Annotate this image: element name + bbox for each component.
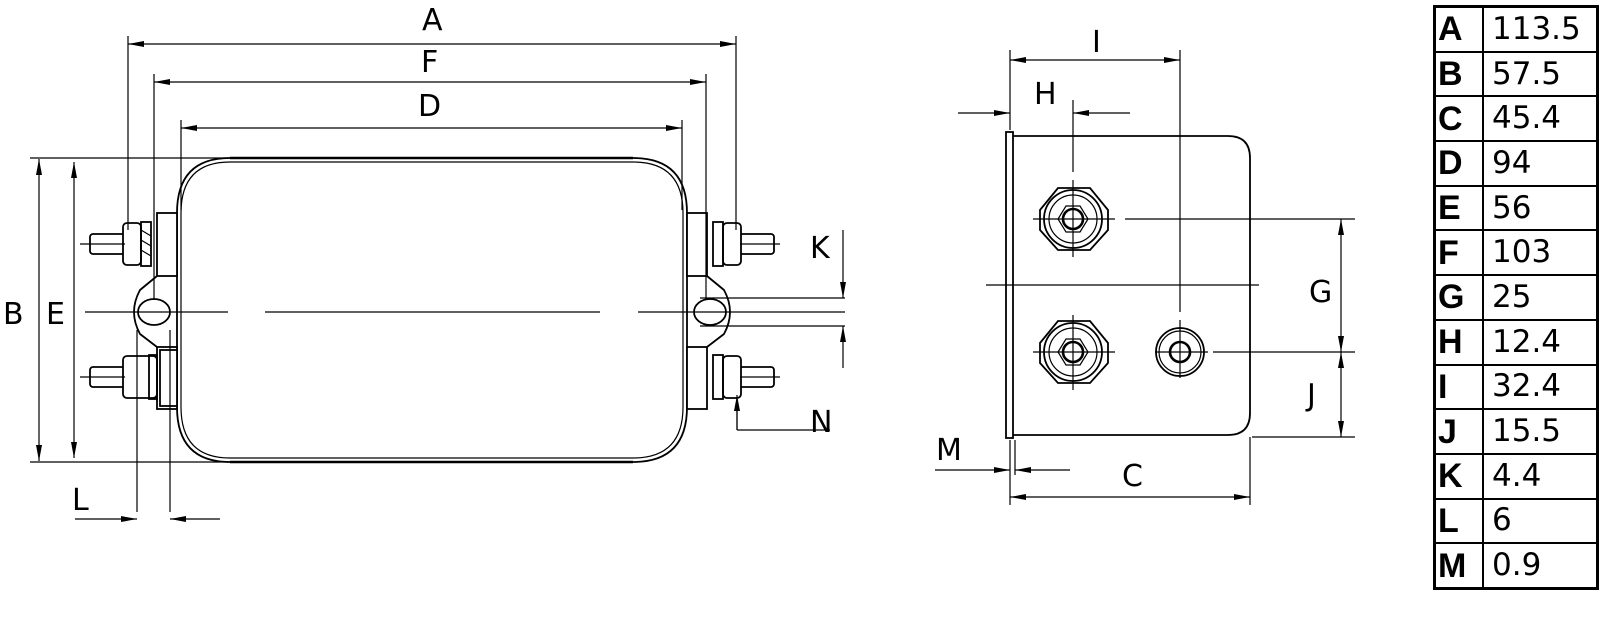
dim-label-c: C xyxy=(1122,459,1143,494)
dimension-value: 4.4 xyxy=(1482,452,1599,500)
dimension-value: 45.4 xyxy=(1482,95,1599,143)
dim-label-g: G xyxy=(1309,275,1332,310)
dim-label-h: H xyxy=(1034,77,1057,112)
dimension-key: A xyxy=(1433,5,1484,53)
dim-label-f: F xyxy=(421,45,438,80)
dim-label-a: A xyxy=(422,3,443,38)
dimension-key: M xyxy=(1433,542,1484,590)
side-view: I H M C G J xyxy=(935,25,1355,505)
dimension-value: 25 xyxy=(1482,274,1599,321)
dimension-key: D xyxy=(1433,140,1484,187)
dimension-key: L xyxy=(1433,497,1484,545)
dimension-key: F xyxy=(1433,229,1484,277)
dim-label-b: B xyxy=(3,297,24,332)
dimension-value: 56 xyxy=(1482,184,1599,232)
terminal-stud-left-top xyxy=(89,221,152,267)
dimension-key: H xyxy=(1433,318,1484,366)
dim-label-j: J xyxy=(1305,378,1316,413)
dimension-key: B xyxy=(1433,50,1484,98)
dim-label-n: N xyxy=(810,405,832,440)
dim-label-e: E xyxy=(46,297,65,332)
dimension-value: 15.5 xyxy=(1482,408,1599,455)
dimension-key: C xyxy=(1433,95,1484,143)
terminal-stud-left-bottom xyxy=(89,349,178,407)
dimension-value: 103 xyxy=(1482,229,1599,277)
dimension-value: 57.5 xyxy=(1482,50,1599,98)
dim-label-d: D xyxy=(418,89,441,124)
dimension-value: 6 xyxy=(1482,497,1599,545)
dimension-key: I xyxy=(1433,363,1484,411)
filter-body xyxy=(176,157,688,463)
dimension-value: 94 xyxy=(1482,140,1599,187)
dimension-key: J xyxy=(1433,408,1484,455)
dim-label-i: I xyxy=(1092,25,1101,60)
dim-label-l: L xyxy=(72,483,89,518)
dimension-key: E xyxy=(1433,184,1484,232)
dimension-value: 32.4 xyxy=(1482,363,1599,411)
dimension-value: 113.5 xyxy=(1482,5,1599,53)
dimension-value: 12.4 xyxy=(1482,318,1599,366)
dimension-value: 0.9 xyxy=(1482,542,1599,590)
dimension-key: G xyxy=(1433,274,1484,321)
dim-label-k: K xyxy=(810,231,831,266)
dim-label-m: M xyxy=(936,433,962,468)
dimension-key: K xyxy=(1433,452,1484,500)
front-view: A F D B E K N L xyxy=(3,3,846,522)
